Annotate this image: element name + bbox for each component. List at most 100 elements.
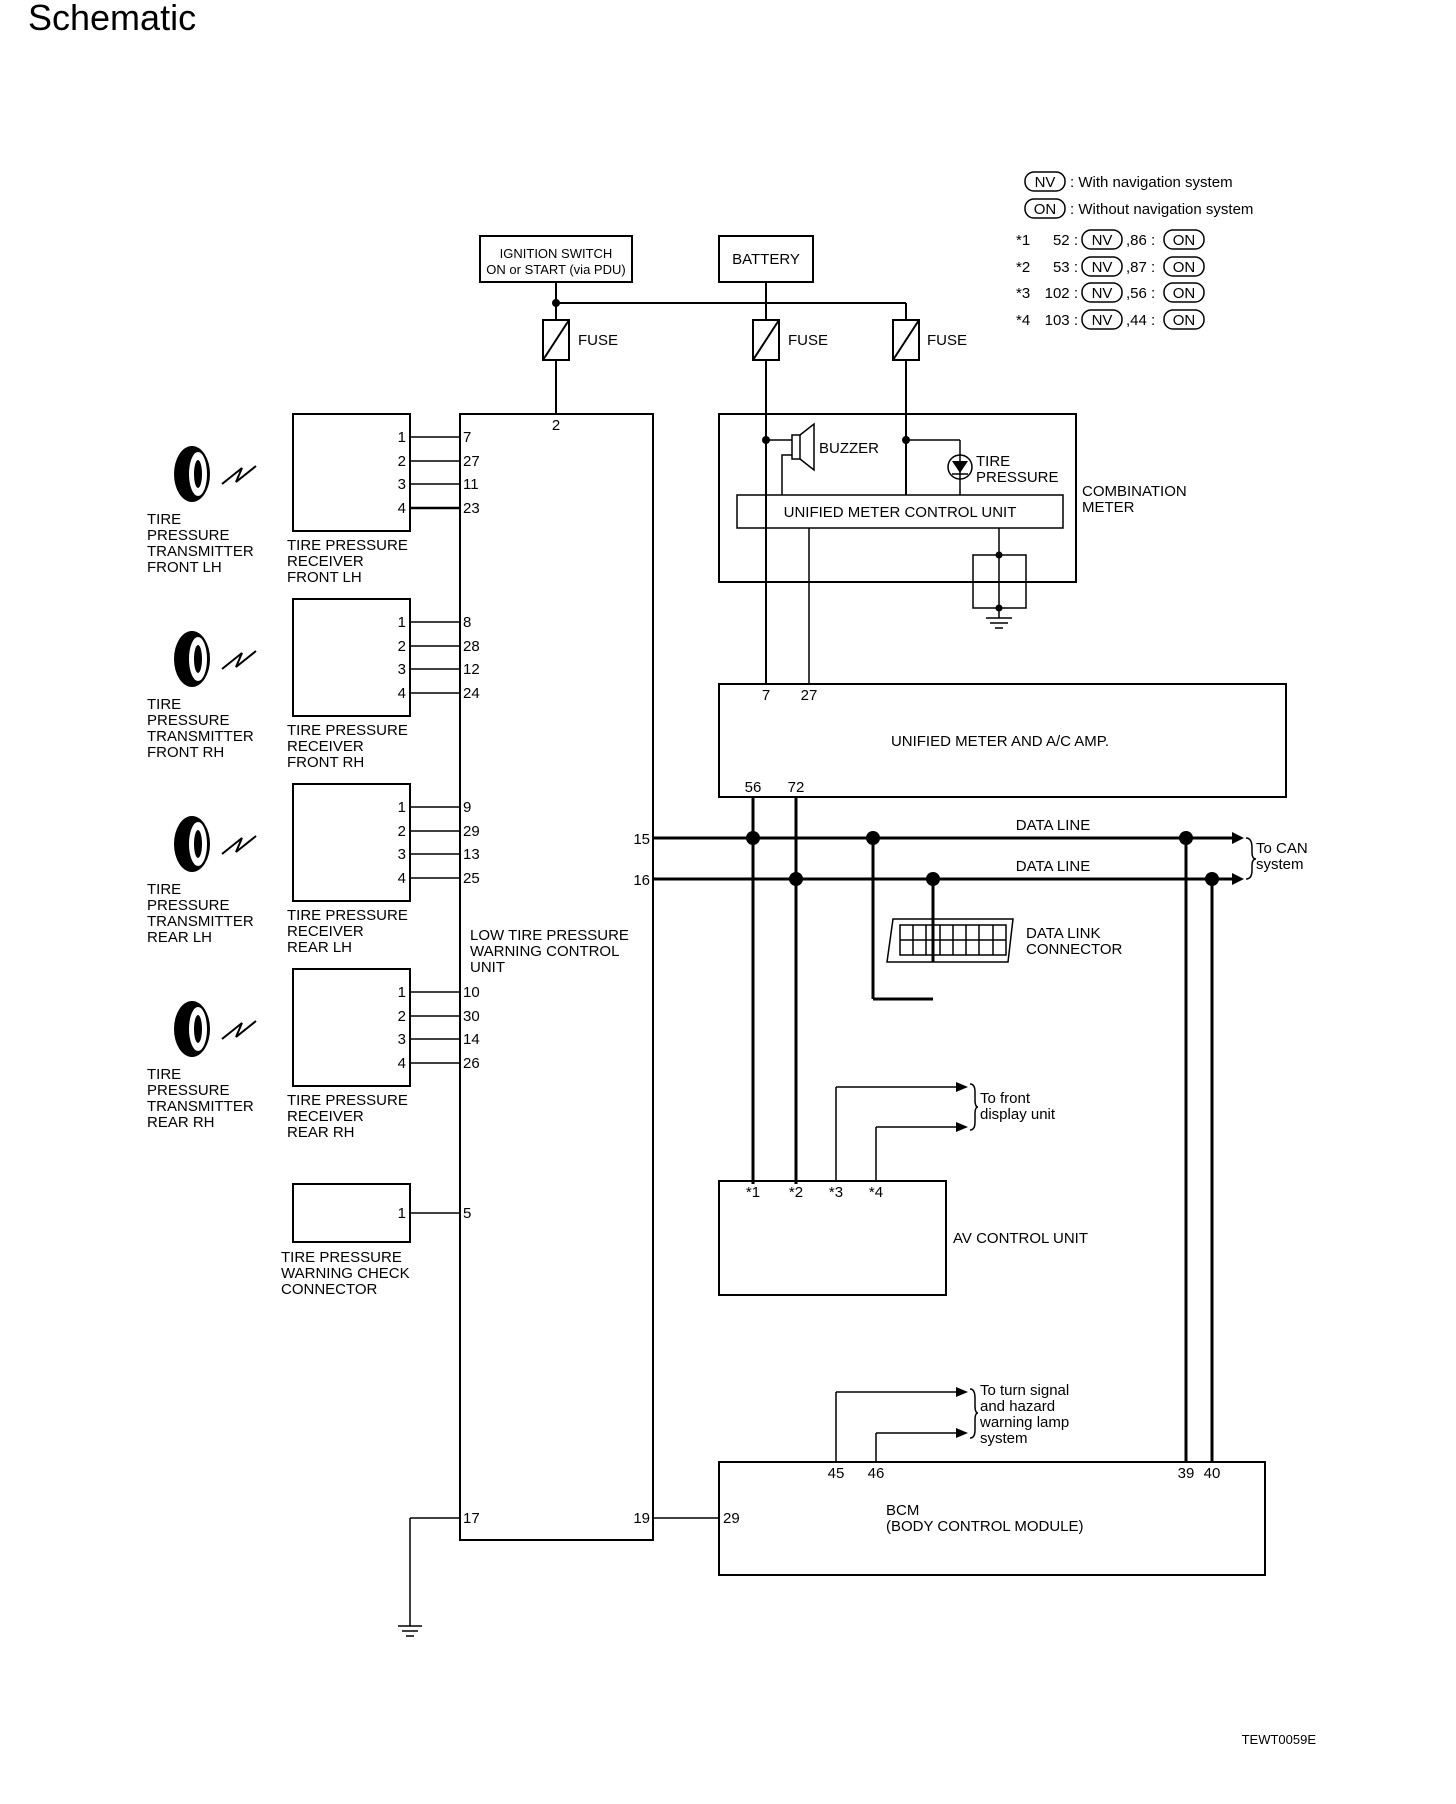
svg-text:RECEIVER: RECEIVER (287, 553, 364, 570)
legend-mark: *1 (1016, 232, 1030, 249)
receiver-front-lh (292, 413, 411, 532)
unified-meter-label: UNIFIED METER CONTROL UNIT (784, 504, 1017, 521)
svg-text:PRESSURE: PRESSURE (147, 897, 230, 914)
tire-icon (174, 446, 257, 502)
av-control-unit-label: AV CONTROL UNIT (953, 1230, 1088, 1247)
svg-text:TIRE PRESSURE: TIRE PRESSURE (287, 537, 408, 554)
pin-label: *2 (789, 1184, 803, 1201)
svg-text:REAR RH: REAR RH (287, 1124, 355, 1141)
legend-nv-pin: 52 : (1053, 232, 1078, 249)
svg-text:TIRE: TIRE (147, 511, 181, 528)
pin-label: 56 (745, 779, 762, 796)
av-wires (835, 1086, 958, 1181)
svg-text:WARNING CHECK: WARNING CHECK (281, 1265, 410, 1282)
svg-text:2: 2 (398, 638, 406, 655)
pin-label: 2 (552, 417, 560, 434)
page-title: Schematic (28, 0, 196, 38)
data-link-connector (886, 918, 1014, 963)
bcm-label: BCM (886, 1502, 919, 1519)
pin-label: 15 (633, 831, 650, 848)
can-bus (653, 797, 1232, 1462)
to-can-label-2: system (1256, 856, 1304, 873)
pin-label: *3 (829, 1184, 843, 1201)
pin-label: 17 (463, 1510, 480, 1527)
svg-text:PRESSURE: PRESSURE (147, 527, 230, 544)
svg-text:28: 28 (463, 638, 480, 655)
receiver-rear-lh (292, 783, 411, 902)
svg-text:9: 9 (463, 799, 471, 816)
svg-text:NV: NV (1092, 259, 1113, 276)
to-front-display-label: To front (980, 1090, 1031, 1107)
combination-meter-box (718, 413, 1077, 583)
svg-text:4: 4 (398, 685, 406, 702)
data-line-label: DATA LINE (1016, 817, 1090, 834)
svg-text:RECEIVER: RECEIVER (287, 1108, 364, 1125)
control-unit-label-2: WARNING CONTROL (470, 943, 619, 960)
buzzer-label: BUZZER (819, 440, 879, 457)
svg-text:TIRE PRESSURE: TIRE PRESSURE (287, 1092, 408, 1109)
svg-text:ON: ON (1173, 285, 1196, 302)
check-connector-box (292, 1183, 411, 1243)
signal-icon (221, 650, 257, 670)
legend-on-pin: ,56 : (1126, 285, 1155, 302)
fuse-label: FUSE (788, 332, 828, 349)
fuse-label: FUSE (578, 332, 618, 349)
svg-text:8: 8 (463, 614, 471, 631)
svg-text:TRANSMITTER: TRANSMITTER (147, 1098, 254, 1115)
signal-icon (221, 835, 257, 855)
svg-text:2: 2 (398, 1008, 406, 1025)
svg-text:REAR LH: REAR LH (287, 939, 352, 956)
ignition-switch-label-2: ON or START (via PDU) (486, 262, 625, 277)
receivers (292, 413, 411, 1243)
to-front-display-label-2: display unit (980, 1106, 1056, 1123)
unified-meter-control-unit (736, 494, 1064, 529)
arrow-icon (956, 1387, 968, 1397)
legend-nv-text: : With navigation system (1070, 174, 1233, 191)
arrow-icon (956, 1122, 968, 1132)
pin-label: 7 (762, 687, 770, 704)
to-turn-signal-label: To turn signal (980, 1382, 1069, 1399)
legend-nv-tag-box (1024, 171, 1066, 192)
transmitter-labels: TIRE PRESSURE TRANSMITTER FRONT LH TIRE … (147, 511, 254, 1131)
legend-nv-pin: 103 : (1045, 312, 1078, 329)
legend-mark: *4 (1016, 312, 1030, 329)
dlc-label: DATA LINK (1026, 925, 1100, 942)
to-turn-signal-label-4: system (980, 1430, 1028, 1447)
legend-on-pin: ,87 : (1126, 259, 1155, 276)
data-line-label: DATA LINE (1016, 858, 1090, 875)
tire-pressure-label-2: PRESSURE (976, 469, 1059, 486)
legend-on-text: : Without navigation system (1070, 201, 1253, 218)
svg-text:13: 13 (463, 846, 480, 863)
svg-text:ON: ON (1173, 232, 1196, 249)
bracket (1245, 837, 1257, 880)
svg-text:TIRE: TIRE (147, 1066, 181, 1083)
svg-text:ON: ON (1173, 312, 1196, 329)
unified-meter-ac-amp (718, 683, 1287, 798)
pin-label: 27 (801, 687, 818, 704)
signal-icon (221, 465, 257, 485)
buzzer-icon (791, 434, 801, 460)
svg-text:5: 5 (463, 1205, 471, 1222)
pin-label: 40 (1204, 1465, 1221, 1482)
control-unit-label: LOW TIRE PRESSURE (470, 927, 629, 944)
pin-label: 39 (1178, 1465, 1195, 1482)
tire-pressure-label: TIRE (976, 453, 1010, 470)
svg-text:14: 14 (463, 1031, 480, 1048)
pin-label: 16 (633, 872, 650, 889)
legend-mark: *3 (1016, 285, 1030, 302)
bracket (969, 1083, 979, 1131)
power-supply (479, 235, 920, 684)
legend-on-pin: ,86 : (1126, 232, 1155, 249)
pin-label: *1 (746, 1184, 760, 1201)
to-can-label: To CAN (1256, 840, 1308, 857)
splice-dot (552, 299, 560, 307)
svg-text:1: 1 (398, 984, 406, 1001)
svg-text:TIRE: TIRE (147, 881, 181, 898)
to-turn-signal-label-2: and hazard (980, 1398, 1055, 1415)
svg-text:3: 3 (398, 846, 406, 863)
svg-text:PRESSURE: PRESSURE (147, 712, 230, 729)
can-arrows (1232, 832, 1244, 885)
svg-text:RECEIVER: RECEIVER (287, 738, 364, 755)
bracket (969, 1388, 979, 1439)
